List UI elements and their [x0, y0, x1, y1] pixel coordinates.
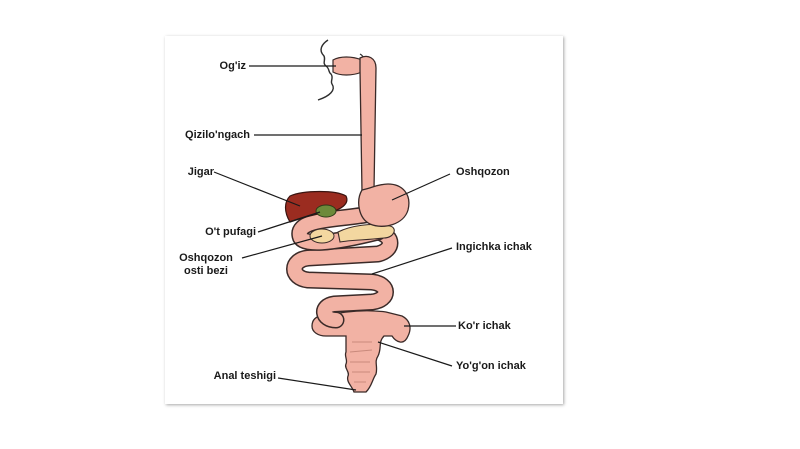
- leader-liver: [213, 171, 301, 207]
- label-appendix: Ko'r ichak: [458, 320, 511, 332]
- large-intestine-folds: [349, 341, 373, 383]
- label-esophagus: Qizilo'ngach: [185, 129, 250, 141]
- esophagus-tube: [359, 55, 377, 193]
- label-mouth: Og'iz: [219, 60, 246, 72]
- small-intestine-fill: [287, 225, 397, 327]
- label-anus: Anal teshigi: [213, 370, 276, 382]
- leader-large-intestine: [377, 341, 453, 367]
- leader-gallbladder: [257, 211, 321, 233]
- label-pancreas-line2: osti bezi: [183, 265, 228, 277]
- face-profile: [317, 39, 334, 101]
- leader-stomach: [391, 173, 451, 201]
- pancreas-shape: [337, 223, 395, 243]
- label-gallbladder: O't pufagi: [205, 226, 256, 238]
- label-pancreas-line1: Oshqozon: [179, 252, 233, 264]
- leader-small-intestine: [371, 247, 453, 275]
- label-pancreas: Oshqozon osti bezi: [172, 252, 240, 278]
- leader-anus: [277, 377, 357, 391]
- gallbladder-shape: [315, 204, 337, 218]
- stomach-shape: [358, 183, 410, 227]
- label-stomach: Oshqozon: [456, 166, 510, 178]
- label-large-intestine: Yo'g'on ichak: [456, 360, 526, 372]
- label-liver: Jigar: [187, 166, 214, 178]
- leader-pancreas: [241, 235, 323, 259]
- mouth-cavity: [332, 56, 363, 76]
- label-small-intestine: Ingichka ichak: [456, 241, 532, 253]
